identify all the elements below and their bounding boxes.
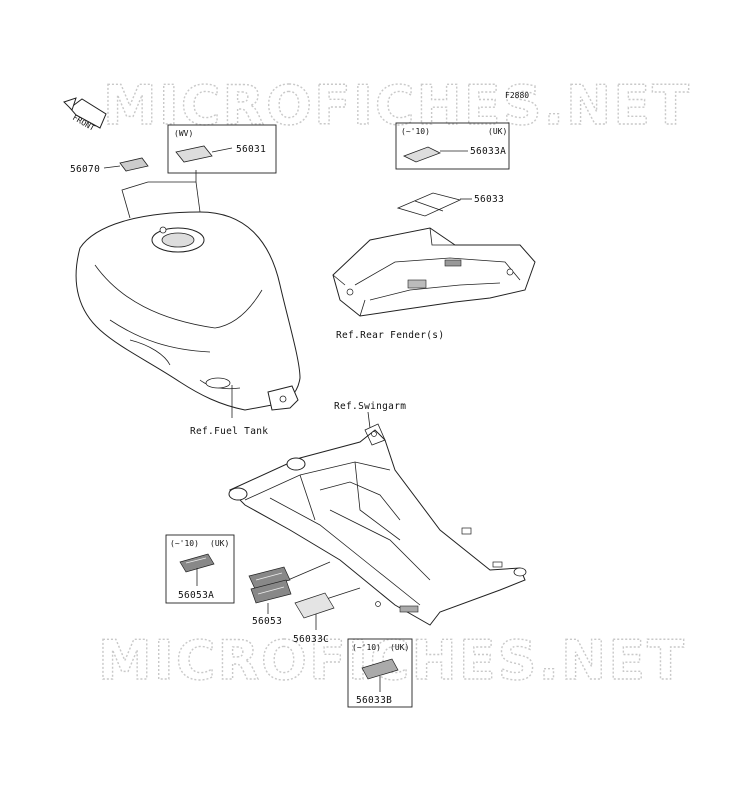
swingarm xyxy=(228,423,527,626)
rear-fender xyxy=(332,227,536,317)
decal-56033b xyxy=(361,658,399,680)
part-number-56053: 56053 xyxy=(252,616,282,627)
box-tag-yr10-top: (~'10) xyxy=(401,127,430,136)
part-number-56033c: 56033C xyxy=(293,634,329,645)
ref-swingarm: Ref.Swingarm xyxy=(334,401,406,412)
decal-56053 xyxy=(248,566,292,604)
part-number-56070: 56070 xyxy=(70,164,100,175)
callout-box-56033a xyxy=(395,122,510,170)
part-number-56033: 56033 xyxy=(474,194,504,205)
part-number-56053a: 56053A xyxy=(178,590,214,601)
callout-box-wv xyxy=(167,124,277,174)
box-tag-wv: (WV) xyxy=(174,129,193,138)
figure-code: F2880 xyxy=(505,91,529,100)
box-tag-yr10-mid: (~'10) xyxy=(170,539,199,548)
box-tag-uk-top: (UK) xyxy=(488,127,507,136)
decal-56031 xyxy=(175,145,213,163)
front-arrow-icon: FRONT xyxy=(63,97,107,133)
ref-rear-fender: Ref.Rear Fender(s) xyxy=(336,330,444,341)
decal-56033c xyxy=(294,592,335,619)
watermark-top: MICROFICHES.NET xyxy=(103,74,691,137)
decal-56033a xyxy=(403,146,441,163)
callout-box-56053a xyxy=(165,534,235,604)
part-number-56033a: 56033A xyxy=(470,146,506,157)
part-number-56033b: 56033B xyxy=(356,695,392,706)
ref-fuel-tank: Ref.Fuel Tank xyxy=(190,426,268,437)
box-tag-uk-bot: (UK) xyxy=(390,643,409,652)
decal-56053a xyxy=(179,553,215,573)
decal-56033 xyxy=(396,192,462,217)
box-tag-uk-mid: (UK) xyxy=(210,539,229,548)
callout-box-56033b xyxy=(347,638,413,708)
decal-56070 xyxy=(119,157,149,172)
box-tag-yr10-bot: (~'10) xyxy=(352,643,381,652)
fuel-tank xyxy=(75,211,301,411)
part-number-56031: 56031 xyxy=(236,144,266,155)
